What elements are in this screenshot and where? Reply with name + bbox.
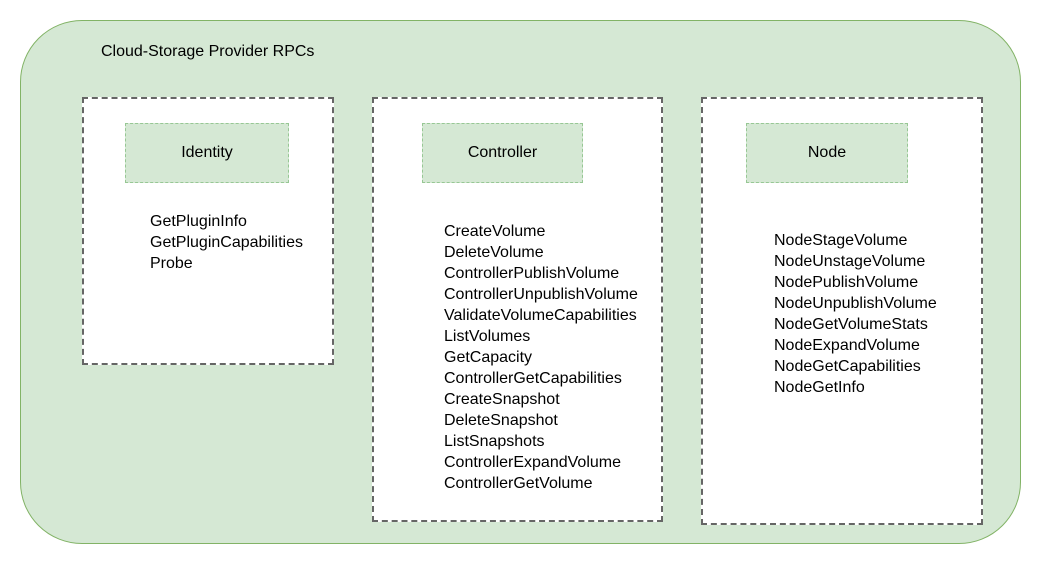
rpc-item: NodeStageVolume bbox=[774, 232, 908, 249]
rpc-item: ControllerExpandVolume bbox=[444, 454, 621, 471]
rpc-item: ControllerGetCapabilities bbox=[444, 370, 622, 387]
rpc-item: GetCapacity bbox=[444, 349, 533, 366]
rpc-item: NodeGetCapabilities bbox=[774, 358, 921, 375]
group-box-node: Node NodeStageVolume NodeUnstageVolume N… bbox=[701, 97, 983, 525]
rpc-item: ControllerGetVolume bbox=[444, 475, 593, 492]
rpc-item: NodeUnstageVolume bbox=[774, 253, 926, 270]
group-header-node: Node bbox=[746, 123, 908, 183]
rpc-item: NodeGetVolumeStats bbox=[774, 316, 928, 333]
rpc-item: ValidateVolumeCapabilities bbox=[444, 307, 637, 324]
diagram-title: Cloud-Storage Provider RPCs bbox=[101, 43, 315, 60]
group-box-identity: Identity GetPluginInfo GetPluginCapabili… bbox=[82, 97, 334, 365]
rpc-item: NodeUnpublishVolume bbox=[774, 295, 937, 312]
rpc-item: CreateVolume bbox=[444, 223, 546, 240]
group-header-label-node: Node bbox=[807, 144, 847, 161]
group-header-identity: Identity bbox=[125, 123, 289, 183]
group-box-controller: Controller CreateVolume DeleteVolume Con… bbox=[372, 97, 663, 522]
rpc-item: ControllerUnpublishVolume bbox=[444, 286, 638, 303]
rpc-item: ControllerPublishVolume bbox=[444, 265, 620, 282]
rpc-item: GetPluginCapabilities bbox=[150, 234, 303, 251]
group-header-label-identity: Identity bbox=[181, 144, 233, 161]
rpc-list-identity: GetPluginInfo GetPluginCapabilities Prob… bbox=[150, 211, 303, 274]
rpc-item: ListVolumes bbox=[444, 328, 531, 345]
rpc-list-controller: CreateVolume DeleteVolume ControllerPubl… bbox=[444, 221, 638, 494]
cloud-storage-provider-container: Cloud-Storage Provider RPCs Identity Get… bbox=[20, 20, 1021, 544]
rpc-item: Probe bbox=[150, 255, 193, 272]
rpc-list-node: NodeStageVolume NodeUnstageVolume NodePu… bbox=[774, 230, 937, 398]
rpc-item: DeleteSnapshot bbox=[444, 412, 558, 429]
rpc-item: NodePublishVolume bbox=[774, 274, 919, 291]
group-header-controller: Controller bbox=[422, 123, 583, 183]
rpc-item: NodeGetInfo bbox=[774, 379, 865, 396]
group-header-label-controller: Controller bbox=[467, 144, 538, 161]
rpc-item: DeleteVolume bbox=[444, 244, 544, 261]
rpc-item: ListSnapshots bbox=[444, 433, 545, 450]
rpc-item: CreateSnapshot bbox=[444, 391, 560, 408]
rpc-item: GetPluginInfo bbox=[150, 213, 247, 230]
rpc-item: NodeExpandVolume bbox=[774, 337, 920, 354]
